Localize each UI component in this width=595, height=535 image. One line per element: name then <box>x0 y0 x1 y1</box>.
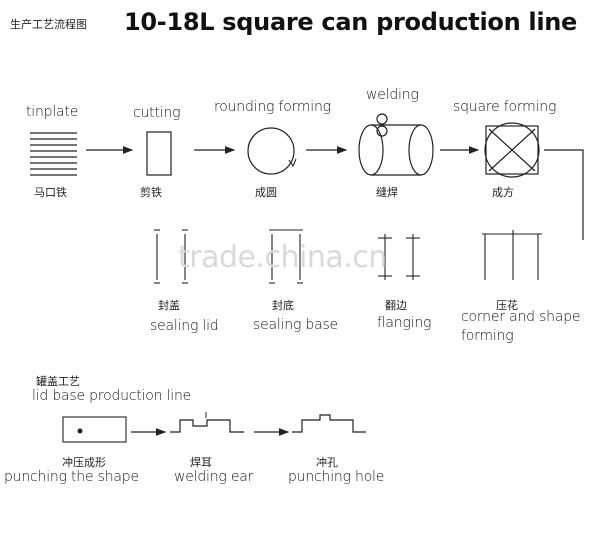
step-cn-flanging: 翻边 <box>385 299 407 312</box>
step-label-corner-forming-1: corner and shape <box>461 309 581 325</box>
sealing-base-icon <box>269 229 303 284</box>
cut-sheet-icon <box>146 131 172 176</box>
step-label-square: square forming <box>453 99 557 115</box>
step-cn-tinplate: 马口铁 <box>34 186 67 199</box>
lid-step-cn-punching-shape: 冲压成形 <box>62 456 106 469</box>
step-label-rounding: rounding forming <box>214 99 331 115</box>
corner-forming-icon <box>482 230 542 280</box>
step-cn-welding: 缝焊 <box>376 186 398 199</box>
lid-step-label-punching-shape: punching the shape <box>4 469 139 485</box>
watermark: trade.china.cn <box>178 240 387 275</box>
step-cn-cutting: 剪铁 <box>140 186 162 199</box>
square-forming-icon <box>484 122 540 178</box>
step-label-corner-forming-2: forming <box>461 328 514 344</box>
punching-shape-icon <box>62 416 127 443</box>
flanging-icon <box>378 234 420 280</box>
lid-line-title: lid base production line <box>32 388 192 404</box>
page-title: 10-18L square can production line <box>124 8 578 36</box>
punching-hole-icon <box>292 414 366 433</box>
step-cn-sealing-base: 封底 <box>272 299 294 312</box>
lid-step-label-welding-ear: welding ear <box>174 469 254 485</box>
lid-step-cn-punching-hole: 冲孔 <box>316 456 338 469</box>
step-label-sealing-lid: sealing lid <box>150 318 219 334</box>
welding-ear-icon <box>170 419 244 433</box>
header-cn-title: 生产工艺流程图 <box>10 18 87 31</box>
rounding-circle-icon <box>247 127 297 175</box>
step-label-sealing-base: sealing base <box>253 317 338 333</box>
lid-step-label-punching-hole: punching hole <box>288 469 385 485</box>
step-label-welding: welding <box>366 87 419 103</box>
connector-right <box>544 149 584 240</box>
step-label-tinplate: tinplate <box>26 104 79 120</box>
step-cn-rounding: 成圆 <box>255 186 277 199</box>
step-cn-corner-forming: 压花 <box>496 299 518 312</box>
welding-cylinder-icon <box>358 113 434 176</box>
step-label-cutting: cutting <box>133 105 181 121</box>
tinplate-stack-icon <box>30 132 77 176</box>
step-cn-square: 成方 <box>492 186 514 199</box>
lid-step-cn-welding-ear: 焊耳 <box>190 456 212 469</box>
lid-line-cn-title: 罐盖工艺 <box>36 375 80 388</box>
step-label-flanging: flanging <box>377 315 432 331</box>
step-cn-sealing-lid: 封盖 <box>158 299 180 312</box>
sealing-lid-icon <box>154 229 188 284</box>
